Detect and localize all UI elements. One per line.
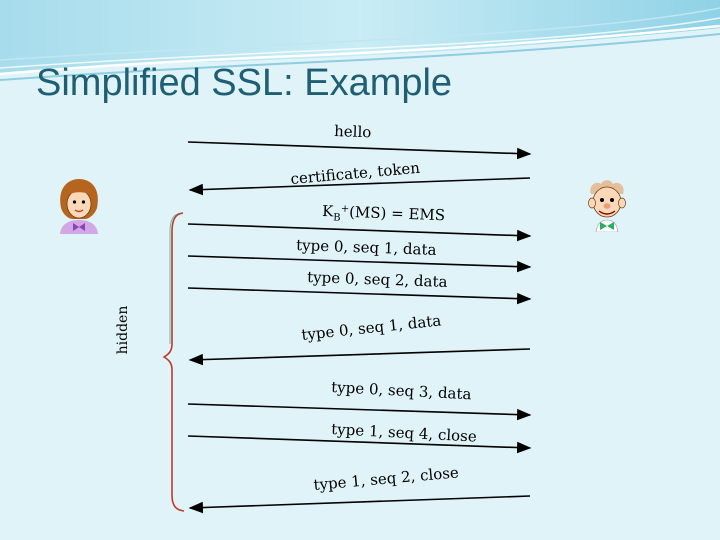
- message-label: type 0, seq 1, data: [296, 236, 437, 259]
- page-title: Simplified SSL: Example: [36, 62, 453, 104]
- hidden-bracket: [162, 212, 185, 512]
- message-arrow: [187, 435, 532, 454]
- message-label: KB+(MS) = EMS: [322, 202, 446, 227]
- key-superscript: +: [341, 204, 350, 215]
- message-label: type 0, seq 2, data: [307, 268, 448, 291]
- message-arrow: [187, 141, 532, 160]
- message-label: hello: [334, 122, 372, 141]
- key-expression: (MS) = EMS: [349, 203, 446, 224]
- message-label: type 0, seq 3, data: [331, 378, 472, 403]
- key-subscript: B: [333, 212, 341, 223]
- message-arrow: [188, 177, 531, 196]
- woman-avatar-icon: [60, 179, 98, 234]
- message-arrow: [187, 287, 532, 305]
- hidden-label: hidden: [115, 305, 131, 355]
- man-avatar-icon: [588, 180, 626, 232]
- message-arrow: [187, 255, 532, 273]
- message-arrow: [187, 403, 532, 421]
- message-label: type 0, seq 1, data: [301, 311, 443, 344]
- message-arrow: [187, 223, 532, 242]
- key-symbol: K: [322, 202, 335, 220]
- message-arrow: [188, 495, 531, 514]
- message-label: type 1, seq 2, close: [313, 463, 460, 494]
- header-banner: [0, 0, 720, 81]
- message-arrow: [188, 348, 531, 366]
